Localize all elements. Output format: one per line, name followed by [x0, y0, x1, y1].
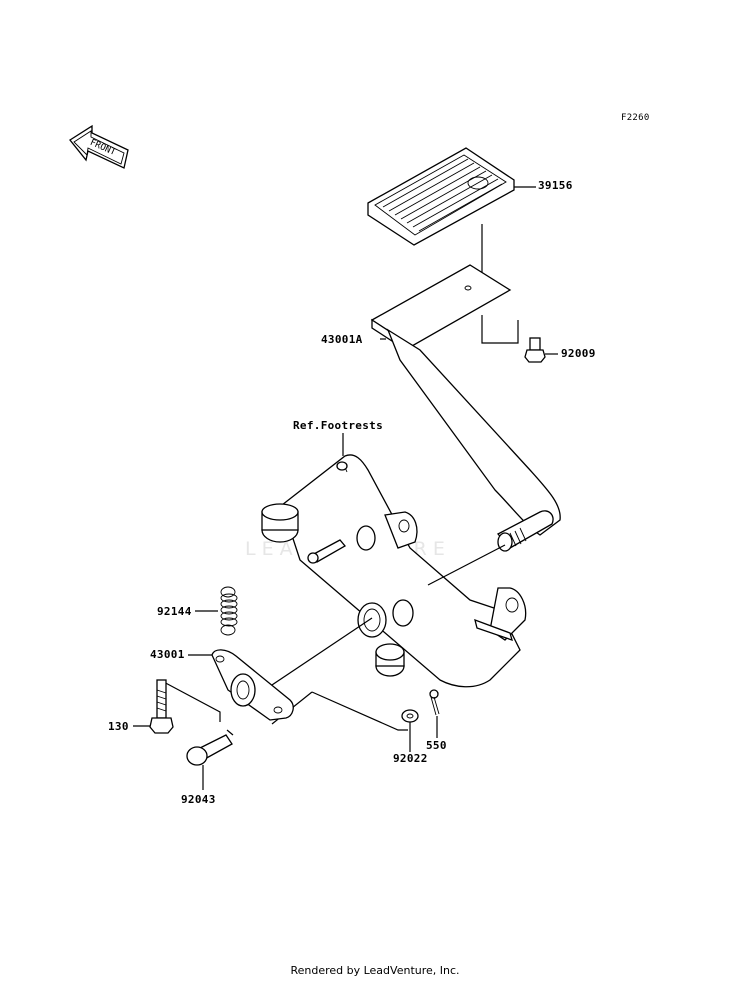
- part-label-43001A[interactable]: 43001A: [321, 333, 363, 346]
- part-label-92043[interactable]: 92043: [181, 793, 216, 806]
- brake-lever-43001: [188, 649, 294, 721]
- part-label-92022[interactable]: 92022: [393, 752, 428, 765]
- part-label-43001[interactable]: 43001: [150, 648, 185, 661]
- pedal-pad-rubber: [367, 147, 536, 282]
- part-label-92009[interactable]: 92009: [561, 347, 596, 360]
- return-spring-92144: [195, 586, 238, 636]
- front-direction-arrow-icon: FRONT: [69, 124, 129, 169]
- part-label-550[interactable]: 550: [426, 739, 447, 752]
- reference-label: Ref.Footrests: [293, 419, 383, 432]
- bolt-92009: [524, 337, 558, 363]
- brake-pedal-arm: [370, 264, 561, 536]
- cotter-pin-550: [429, 689, 440, 738]
- switch-plunger: [307, 539, 346, 564]
- clevis-pin-92043: [186, 734, 233, 790]
- part-label-92144[interactable]: 92144: [157, 605, 192, 618]
- part-label-130[interactable]: 130: [108, 720, 129, 733]
- part-label-39156[interactable]: 39156: [538, 179, 573, 192]
- footer-credit: Rendered by LeadVenture, Inc.: [290, 964, 460, 977]
- bolt-130: [133, 679, 174, 734]
- footrest-bracket: [261, 454, 527, 688]
- washer-92022: [401, 709, 419, 752]
- diagram-code: F2260: [621, 113, 650, 123]
